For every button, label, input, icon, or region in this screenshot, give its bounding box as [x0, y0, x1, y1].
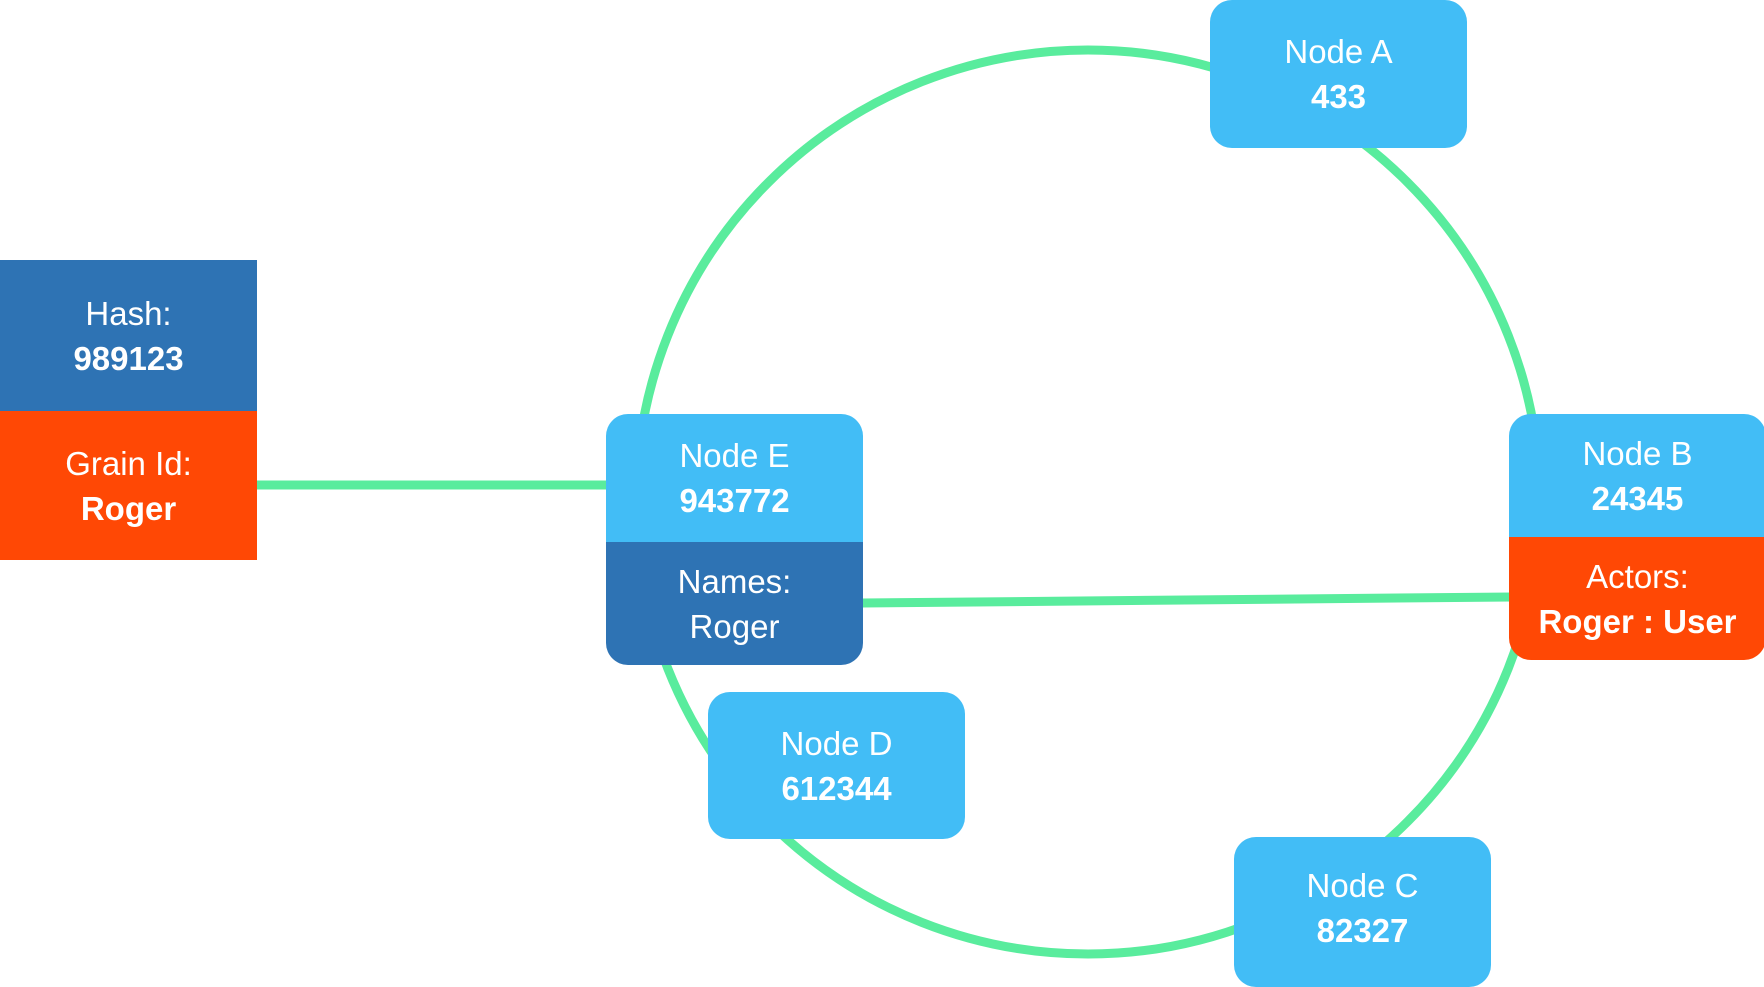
node-d: Node D 612344: [708, 692, 965, 839]
hash-value: 989123: [73, 339, 184, 377]
node-a-value: 433: [1310, 78, 1367, 115]
node-c-name: Node C: [1306, 867, 1419, 904]
grain-id-label: Grain Id:: [65, 444, 192, 482]
node-e-names-label: Names:: [677, 562, 792, 600]
node-a: Node A 433: [1210, 0, 1467, 148]
grain-id-panel: Grain Id: Roger: [0, 411, 257, 560]
node-c: Node C 82327: [1234, 837, 1491, 987]
node-e-value: 943772: [679, 482, 790, 519]
node-d-header: Node D 612344: [708, 692, 965, 839]
node-a-name: Node A: [1284, 33, 1393, 70]
node-e-header: Node E 943772: [606, 414, 863, 542]
node-e-names-panel: Names: Roger: [606, 542, 863, 665]
hash-label: Hash:: [85, 294, 172, 332]
node-e-name: Node E: [679, 437, 790, 474]
node-e-to-node-b-connector: [861, 592, 1513, 608]
node-b-value: 24345: [1591, 479, 1684, 517]
node-b-name: Node B: [1582, 434, 1693, 472]
node-a-header: Node A 433: [1210, 0, 1467, 148]
node-b: Node B 24345 Actors: Roger : User: [1509, 414, 1764, 660]
node-e-names-value: Roger: [689, 607, 780, 645]
node-c-value: 82327: [1316, 912, 1409, 949]
node-e: Node E 943772 Names: Roger: [606, 414, 863, 665]
grain-id-value: Roger: [80, 489, 177, 527]
node-b-actors-value: Roger : User: [1538, 602, 1737, 640]
node-d-value: 612344: [781, 769, 892, 807]
node-b-header: Node B 24345: [1509, 414, 1764, 537]
node-d-name: Node D: [780, 724, 893, 762]
node-c-header: Node C 82327: [1234, 837, 1491, 987]
node-b-actors-label: Actors:: [1586, 557, 1689, 595]
node-b-actors-panel: Actors: Roger : User: [1509, 537, 1764, 660]
hash-panel: Hash: 989123: [0, 260, 257, 411]
